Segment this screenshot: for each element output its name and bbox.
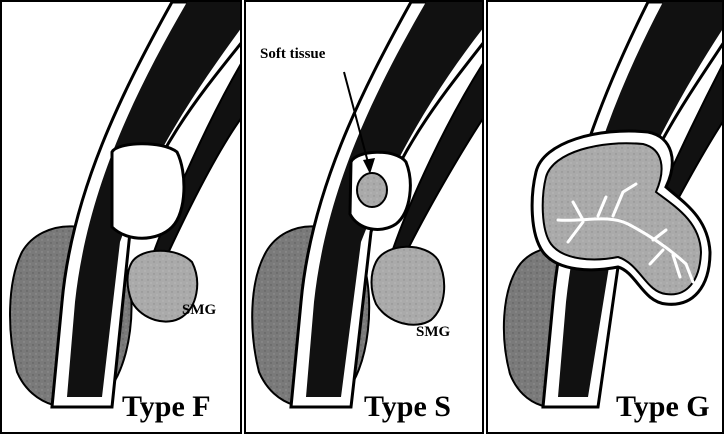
- panel-type-s: Soft tissue SMG Type S: [244, 0, 484, 434]
- panel-type-f: SMG Type F: [0, 0, 242, 434]
- soft-tissue-label: Soft tissue: [260, 46, 325, 63]
- type-s-label: Type S: [364, 390, 451, 424]
- type-g-label: Type G: [616, 390, 710, 424]
- soft-tissue-mass: [357, 173, 387, 207]
- cyst-type-f: [112, 144, 184, 239]
- type-s-diagram: [246, 2, 484, 434]
- smg-label: SMG: [658, 318, 692, 335]
- type-f-label: Type F: [122, 390, 211, 424]
- panel-type-g: SMG Type G: [486, 0, 724, 434]
- smg-label: SMG: [182, 302, 216, 319]
- smg-gland: [372, 247, 445, 325]
- type-g-diagram: [488, 2, 724, 434]
- type-f-diagram: [2, 2, 242, 434]
- smg-label: SMG: [416, 324, 450, 341]
